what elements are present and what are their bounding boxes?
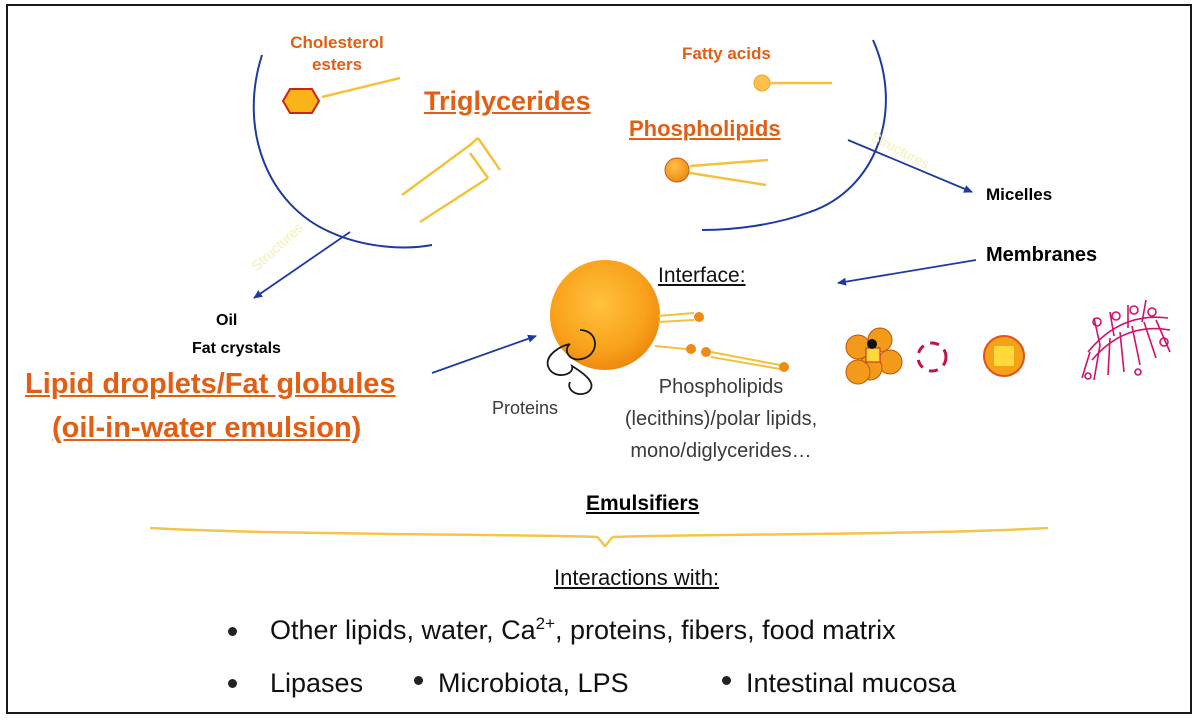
bullet-dot	[228, 679, 237, 688]
proteins-label: Proteins	[492, 398, 559, 418]
bullet-microbiota: Microbiota, LPS	[438, 668, 629, 698]
micelles-label: Micelles	[986, 185, 1053, 204]
bullet-dot	[228, 627, 237, 636]
interface-phospholipids-line1: Phospholipids	[658, 376, 784, 398]
bullet-line1: Other lipids, water, Ca2+, proteins, fib…	[270, 614, 896, 646]
right-curve	[701, 39, 887, 231]
triglycerides-label: Triglycerides	[424, 86, 591, 116]
lipid-droplets-title-line2: (oil-in-water emulsion)	[52, 412, 362, 444]
protein-icon	[546, 329, 596, 395]
fatty-acids-label: Fatty acids	[682, 44, 771, 63]
bullet-lipases: Lipases	[270, 668, 364, 698]
triglyceride-icon	[401, 137, 502, 224]
cholesterol-esters-label: Cholesterol esters	[290, 33, 384, 75]
arrow-to-oil	[253, 231, 351, 299]
interface-phospholipids-line2: (lecithins)/polar lipids,	[624, 408, 818, 430]
emulsifier-chains-icon	[654, 312, 789, 372]
arrow-droplets-to-interface	[431, 334, 537, 374]
arrow-membranes-to-interface	[837, 259, 977, 286]
arrow-to-micelles	[847, 139, 973, 193]
emulsifiers-label: Emulsifiers	[586, 492, 700, 515]
emulsifiers-brace	[149, 526, 1049, 548]
interface-phospholipids-line3: mono/diglycerides…	[630, 440, 812, 462]
phospholipids-label: Phospholipids	[629, 116, 781, 141]
bullet-line1-text-b: , proteins, fibers, food matrix	[555, 615, 896, 645]
calcium-charge-sup: 2+	[535, 614, 556, 633]
bullet-mucosa: Intestinal mucosa	[746, 668, 957, 698]
bullet-line1-text-a: Other lipids, water, Ca	[270, 615, 536, 645]
diagram-frame	[6, 4, 1192, 714]
cholesterol-ester-hexagon-icon	[281, 88, 321, 114]
left-curve	[252, 54, 433, 249]
lipid-droplet-icon	[550, 260, 660, 370]
fat-crystal-cluster-icon	[845, 327, 903, 385]
phospholipid-head-icon	[664, 157, 690, 183]
interactions-heading: Interactions with:	[554, 565, 720, 590]
oil-label: Oil	[216, 312, 238, 329]
dashed-vesicle-icon	[916, 341, 948, 373]
lipid-droplets-title-line1: Lipid droplets/Fat globules	[25, 368, 396, 400]
bullet-dot	[722, 676, 731, 685]
bullet-dot	[414, 676, 423, 685]
fatty-acid-head-icon	[753, 74, 771, 92]
membrane-structure-icon	[1081, 299, 1171, 381]
membranes-label: Membranes	[986, 244, 1098, 266]
fat-crystals-label: Fat crystals	[192, 340, 281, 357]
interface-label: Interface:	[658, 264, 746, 287]
